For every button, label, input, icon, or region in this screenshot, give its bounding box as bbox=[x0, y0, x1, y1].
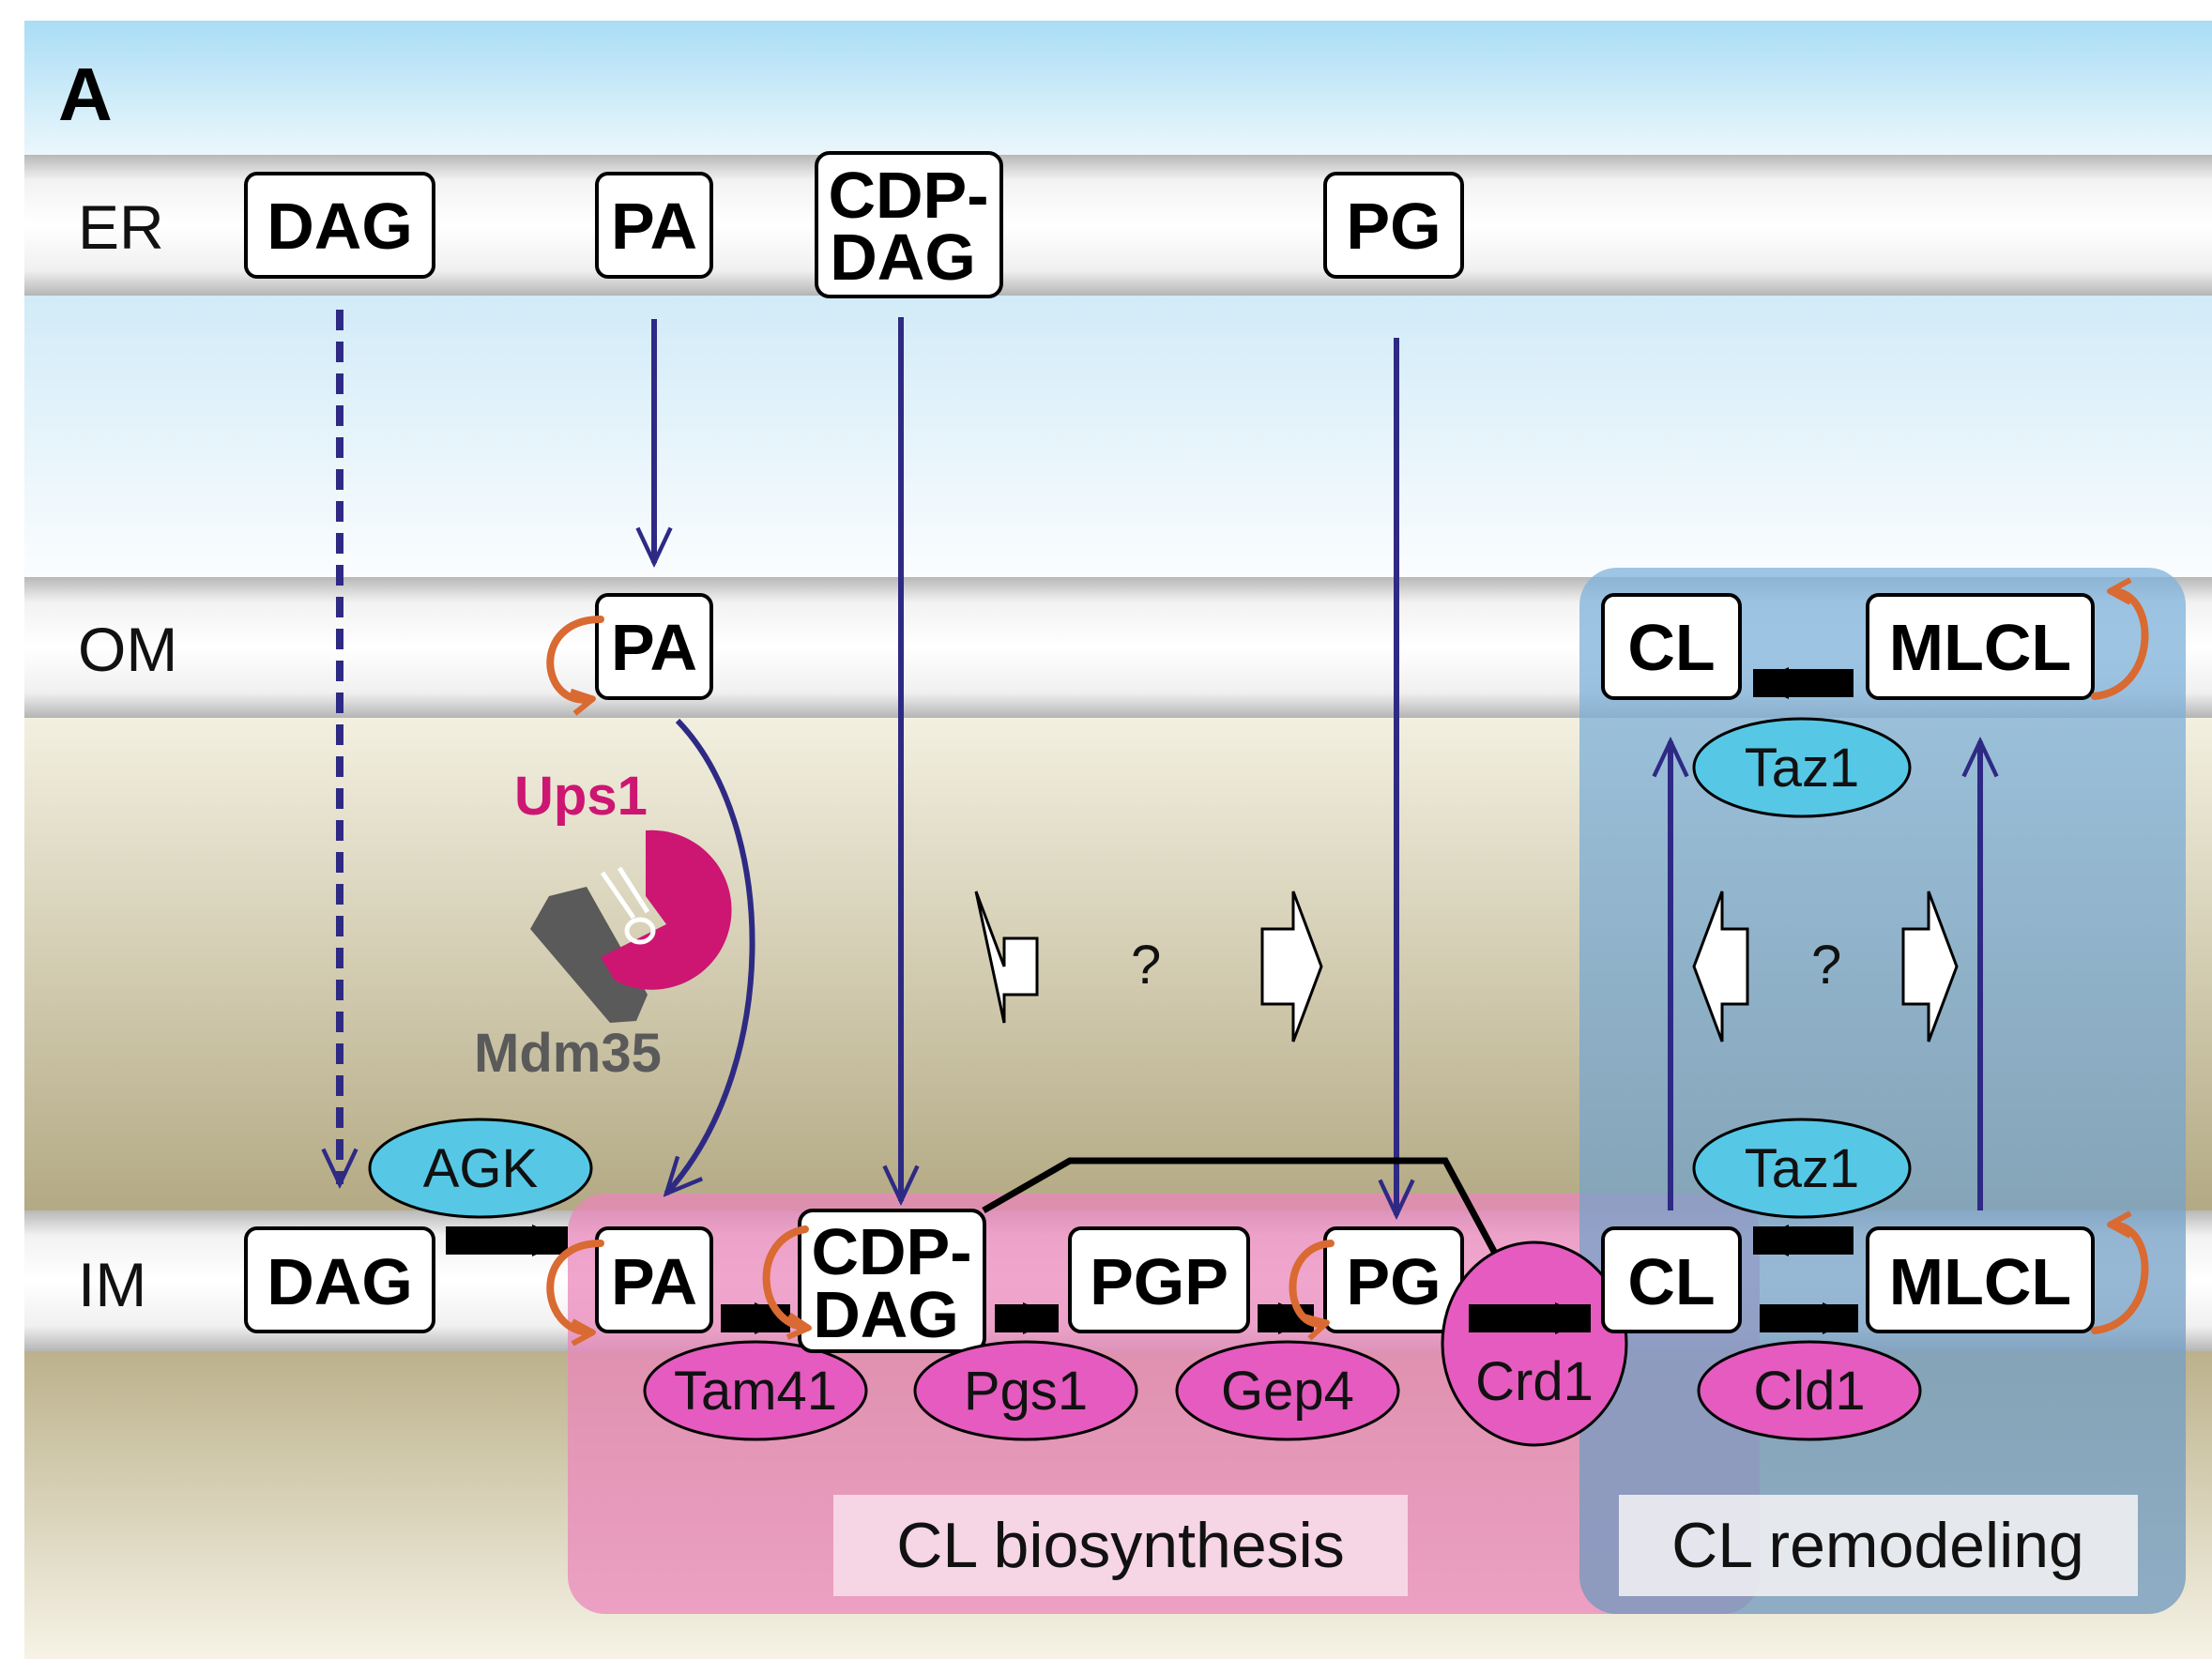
cdp-dag-to-crd1-line bbox=[982, 1157, 1529, 1311]
er-label: ER bbox=[78, 192, 164, 262]
tam41-enzyme bbox=[643, 1340, 868, 1441]
im-cdp-dag-label-line1: CDP- bbox=[811, 1215, 971, 1288]
im-cdp-dag-box bbox=[798, 1209, 986, 1353]
biosynthesis-label: CL biosynthesis bbox=[896, 1510, 1345, 1581]
im-dag-label: DAG bbox=[267, 1245, 413, 1318]
right-hollow-arrow-biosynthesis bbox=[1260, 890, 1323, 1043]
om-cl-box bbox=[1601, 593, 1742, 700]
im-mlcl-box bbox=[1866, 1226, 2095, 1333]
im-cl-box bbox=[1601, 1226, 1742, 1333]
agk-label: AGK bbox=[423, 1138, 539, 1199]
im-pa-box bbox=[595, 1226, 713, 1333]
om-taz1-label: Taz1 bbox=[1745, 738, 1860, 799]
crd1-label: Crd1 bbox=[1475, 1351, 1594, 1412]
im-pg-flip-arrow bbox=[1289, 1240, 1335, 1341]
im-cdp-dag-label-line2: DAG bbox=[813, 1278, 959, 1351]
im-taz1-enzyme bbox=[1692, 1118, 1912, 1219]
mdm35-shape bbox=[530, 887, 648, 1023]
agk-enzyme bbox=[368, 1118, 593, 1219]
pgs1-enzyme bbox=[913, 1340, 1138, 1441]
left-hollow-arrow-remodeling bbox=[1692, 890, 1749, 1043]
remodeling-label-bg bbox=[1619, 1495, 2138, 1596]
im-mlcl-label: MLCL bbox=[1889, 1245, 2071, 1318]
om-pa-label: PA bbox=[611, 611, 697, 684]
crd1-enzyme bbox=[1441, 1240, 1628, 1447]
im-label: IM bbox=[78, 1250, 146, 1319]
ups1-pocket bbox=[600, 866, 650, 920]
om-pa-flip-arrow bbox=[546, 616, 604, 716]
remodeling-label: CL remodeling bbox=[1671, 1510, 2084, 1581]
question-mark-remodeling: ? bbox=[1811, 935, 1841, 996]
cytosol-top-band bbox=[24, 21, 2212, 161]
om-mlcl-flip-arrow bbox=[2091, 577, 2149, 700]
tam41-label: Tam41 bbox=[674, 1361, 837, 1422]
remodeling-region bbox=[1579, 568, 2186, 1614]
im-dag-box bbox=[244, 1226, 435, 1333]
om-cl-label: CL bbox=[1627, 611, 1715, 684]
im-pa-label: PA bbox=[611, 1245, 697, 1318]
er-pg-box bbox=[1323, 172, 1464, 279]
gep4-enzyme bbox=[1175, 1340, 1400, 1441]
im-pgp-label: PGP bbox=[1090, 1245, 1228, 1318]
left-hollow-arrow-biosynthesis bbox=[974, 890, 1039, 1024]
im-pg-label: PG bbox=[1346, 1245, 1441, 1318]
om-mlcl-box bbox=[1866, 593, 2095, 700]
im-cdp-dag-flip-arrow bbox=[762, 1225, 812, 1340]
pa-om-to-im-curved-arrow bbox=[666, 718, 755, 1194]
er-cdp-dag-box bbox=[815, 151, 1003, 298]
question-mark-biosynthesis: ? bbox=[1131, 935, 1161, 996]
om-mlcl-label: MLCL bbox=[1889, 611, 2071, 684]
cytosol-band bbox=[24, 282, 2212, 582]
om-label: OM bbox=[78, 615, 177, 684]
gep4-label: Gep4 bbox=[1221, 1361, 1354, 1422]
mdm35-label: Mdm35 bbox=[474, 1023, 662, 1084]
im-cl-label: CL bbox=[1627, 1245, 1715, 1318]
panel-label: A bbox=[58, 53, 113, 136]
biosynthesis-label-bg bbox=[833, 1495, 1408, 1596]
pgs1-label: Pgs1 bbox=[964, 1361, 1088, 1422]
er-dag-box bbox=[244, 172, 435, 279]
ups1-lipid-headgroup bbox=[624, 917, 656, 945]
om-pa-box bbox=[595, 593, 713, 700]
ups1-shape bbox=[601, 830, 732, 990]
er-dag-label: DAG bbox=[267, 190, 413, 263]
er-cdp-dag-label-line1: CDP- bbox=[828, 159, 988, 232]
er-pa-label: PA bbox=[611, 190, 697, 263]
er-cdp-dag-label-line2: DAG bbox=[830, 221, 976, 294]
er-pa-box bbox=[595, 172, 713, 279]
er-pg-label: PG bbox=[1346, 190, 1441, 263]
right-hollow-arrow-remodeling bbox=[1901, 890, 1959, 1043]
om-taz1-enzyme bbox=[1692, 717, 1912, 818]
im-pgp-box bbox=[1068, 1226, 1250, 1333]
ups1-label: Ups1 bbox=[514, 766, 648, 827]
cld1-enzyme bbox=[1697, 1340, 1922, 1441]
cld1-label: Cld1 bbox=[1753, 1361, 1865, 1422]
im-taz1-label: Taz1 bbox=[1745, 1138, 1860, 1199]
mdm35-ups1-complex bbox=[530, 830, 732, 1023]
im-pa-flip-arrow bbox=[546, 1240, 604, 1347]
im-mlcl-flip-arrow bbox=[2091, 1210, 2149, 1334]
